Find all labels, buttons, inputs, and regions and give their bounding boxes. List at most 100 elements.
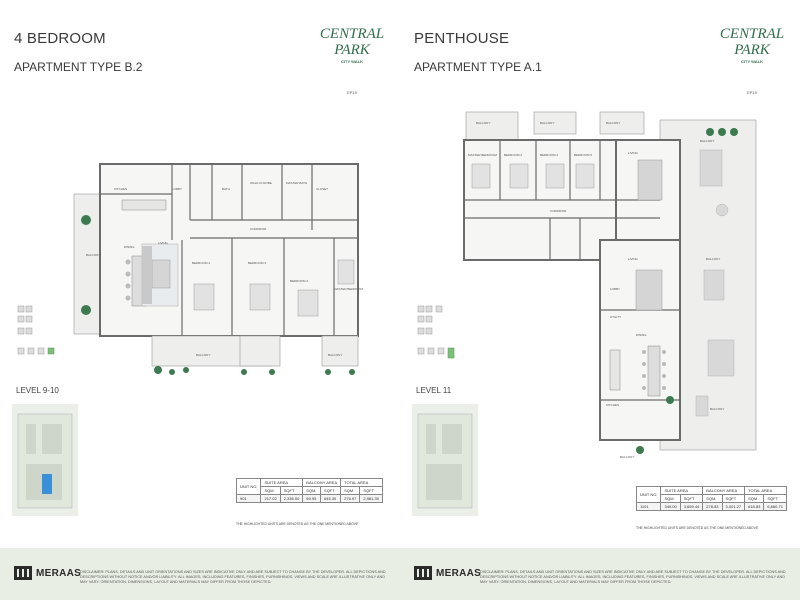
footer-right: MERAAS DISCLAIMER: PLANS, DETAILS AND UN…: [400, 548, 800, 600]
svg-text:LIVING: LIVING: [628, 257, 639, 261]
svg-text:BEDROOM 4: BEDROOM 4: [540, 153, 558, 157]
meraas-mark-icon: [14, 566, 32, 580]
area-cell: 3,001.27: [721, 502, 746, 511]
meraas-logo: MERAAS: [14, 566, 81, 580]
logo-line2: PARK: [333, 42, 371, 58]
level-label: LEVEL 9-10: [16, 386, 59, 395]
svg-text:DINING: DINING: [124, 245, 135, 249]
brand-name: MERAAS: [436, 567, 482, 579]
svg-text:MASTER BEDROOM: MASTER BEDROOM: [468, 153, 497, 157]
floorplan-b2: KITCHEN LOBBY BATH WALK-IN ROBE MASTER B…: [73, 163, 363, 375]
logo-line1: CENTRAL: [720, 26, 784, 42]
svg-text:BALCONY: BALCONY: [706, 257, 720, 261]
svg-text:BEDROOM 5: BEDROOM 5: [574, 153, 592, 157]
area-note: THE HIGHLIGHTED UNITS ARE DENOTED AS THE…: [236, 522, 359, 526]
svg-text:LOBBY: LOBBY: [172, 187, 182, 191]
area-cell: 2,981.30: [359, 494, 383, 503]
area-cell: 645.30: [320, 494, 342, 503]
area-header-unit: UNIT NO.: [635, 486, 662, 503]
area-sub: SQFT: [679, 494, 704, 503]
svg-text:BATH: BATH: [222, 187, 230, 191]
area-sub: SQFT: [763, 494, 787, 503]
area-sub: SQFT: [320, 486, 342, 495]
area-cell: 1101: [635, 502, 662, 511]
svg-text:LOBBY: LOBBY: [610, 287, 620, 291]
area-cell: 3,659.44: [679, 502, 704, 511]
svg-text:MASTER BATH: MASTER BATH: [286, 181, 307, 185]
area-note: THE HIGHLIGHTED UNITS ARE DENOTED AS THE…: [636, 526, 759, 530]
floorplan-sheet-penthouse: PENTHOUSE APARTMENT TYPE A.1 CENTRAL PAR…: [400, 0, 800, 548]
floorplan-sheet-4-bedroom: 4 BEDROOM APARTMENT TYPE B.2 CENTRAL PAR…: [0, 0, 400, 548]
key-plan: [417, 305, 455, 359]
svg-text:BEDROOM 2: BEDROOM 2: [290, 279, 308, 283]
disclaimer: DISCLAIMER: PLANS, DETAILS AND UNIT ORIE…: [480, 570, 786, 584]
footer: MERAAS DISCLAIMER: PLANS, DETAILS AND UN…: [0, 548, 800, 600]
svg-text:MASTER BEDROOM: MASTER BEDROOM: [334, 287, 363, 291]
svg-text:BALCONY: BALCONY: [476, 121, 490, 125]
area-header-unit: UNIT NO.: [235, 478, 262, 495]
logo-tag: CITY WALK: [341, 59, 363, 64]
level-label: LEVEL 11: [416, 386, 452, 395]
svg-text:BEDROOM 4: BEDROOM 4: [192, 261, 210, 265]
svg-text:BEDROOM 3: BEDROOM 3: [248, 261, 266, 265]
svg-text:CORRIDOR: CORRIDOR: [550, 209, 567, 213]
svg-text:CLOSET: CLOSET: [316, 187, 328, 191]
unit-subtitle: APARTMENT TYPE A.1: [414, 60, 542, 74]
svg-text:WALK-IN ROBE: WALK-IN ROBE: [250, 181, 272, 185]
footer-left: MERAAS DISCLAIMER: PLANS, DETAILS AND UN…: [0, 548, 400, 600]
site-map: [412, 404, 478, 516]
area-sub: SQM: [702, 494, 723, 503]
central-park-logo: CENTRAL PARK CITY WALK EP19: [712, 20, 792, 100]
svg-text:BALCONY: BALCONY: [328, 353, 342, 357]
svg-text:BALCONY: BALCONY: [606, 121, 620, 125]
area-cell: 340.00: [660, 502, 681, 511]
logo-line2: PARK: [733, 42, 771, 58]
unit-title: PENTHOUSE: [414, 30, 510, 47]
site-map: [12, 404, 78, 516]
meraas-mark-icon: [414, 566, 432, 580]
area-header-suite: SUITE AREA: [260, 478, 304, 487]
area-sub: SQFT: [279, 486, 304, 495]
svg-text:BALCONY: BALCONY: [86, 253, 100, 257]
area-cell: 276.97: [340, 494, 361, 503]
svg-text:BALCONY: BALCONY: [196, 353, 210, 357]
area-sub: SQM: [260, 486, 281, 495]
unit-title: 4 BEDROOM: [14, 30, 106, 47]
brand-name: MERAAS: [36, 567, 82, 579]
area-cell: 901: [235, 494, 262, 503]
central-park-logo: CENTRAL PARK CITY WALK EP19: [312, 20, 392, 100]
area-cell: 59.95: [302, 494, 322, 503]
area-sub: SQM: [744, 494, 765, 503]
svg-text:BALCONY: BALCONY: [700, 139, 714, 143]
area-header-balcony: BALCONY AREA: [302, 478, 342, 487]
logo-small: EP19: [347, 90, 358, 95]
area-sub: SQM: [340, 486, 361, 495]
unit-subtitle: APARTMENT TYPE B.2: [14, 60, 143, 74]
disclaimer: DISCLAIMER: PLANS, DETAILS AND UNIT ORIE…: [80, 570, 386, 584]
svg-text:BEDROOM 2: BEDROOM 2: [504, 153, 522, 157]
logo-small: EP19: [747, 90, 758, 95]
logo-tag: CITY WALK: [741, 59, 763, 64]
svg-text:BALCONY: BALCONY: [620, 455, 634, 459]
svg-text:LIVING: LIVING: [628, 151, 639, 155]
area-header-total: TOTAL AREA: [340, 478, 383, 487]
area-header-suite: SUITE AREA: [660, 486, 704, 495]
area-cell: 2,336.00: [279, 494, 304, 503]
logo-line1: CENTRAL: [320, 26, 384, 42]
area-cell: 618.83: [744, 502, 765, 511]
area-header-total: TOTAL AREA: [744, 486, 787, 495]
area-header-balcony: BALCONY AREA: [702, 486, 746, 495]
area-cell: 217.02: [260, 494, 281, 503]
svg-text:KITCHEN: KITCHEN: [114, 187, 127, 191]
area-sub: SQFT: [721, 494, 746, 503]
svg-text:KITCHEN: KITCHEN: [606, 403, 619, 407]
area-sub: SQFT: [359, 486, 383, 495]
area-sub: SQM: [660, 494, 681, 503]
key-plan: [17, 305, 55, 355]
svg-text:CORRIDOR: CORRIDOR: [250, 227, 267, 231]
area-table: UNIT NO. SUITE AREA BALCONY AREA TOTAL A…: [635, 486, 787, 511]
svg-text:BALCONY: BALCONY: [710, 407, 724, 411]
area-sub: SQM: [302, 486, 322, 495]
meraas-logo: MERAAS: [414, 566, 481, 580]
svg-text:BALCONY: BALCONY: [540, 121, 554, 125]
